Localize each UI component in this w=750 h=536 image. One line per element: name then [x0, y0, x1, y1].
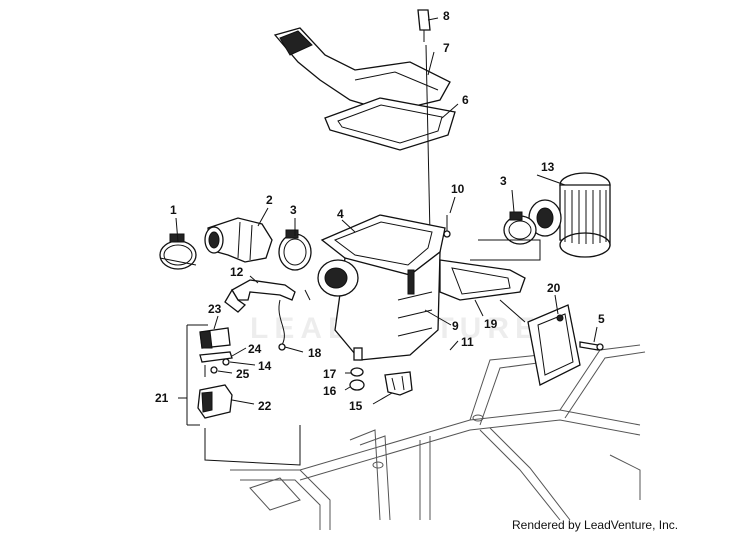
intake-boot-2 [204, 217, 273, 263]
callout-25: 25 [236, 367, 250, 381]
hose-clip-18 [278, 289, 311, 351]
callout-23: 23 [208, 302, 222, 316]
callout-2: 2 [266, 193, 273, 207]
plate-19 [439, 259, 526, 301]
part-24 [199, 351, 233, 363]
callout-4: 4 [337, 207, 344, 221]
clamp-3-right [503, 211, 537, 245]
callout-6: 6 [462, 93, 469, 107]
callout-7: 7 [443, 41, 450, 55]
callout-15: 15 [349, 399, 363, 413]
intake-duct [273, 27, 451, 113]
part-23 [199, 327, 231, 349]
callout-18: 18 [308, 346, 322, 360]
grommet-16 [349, 379, 365, 391]
callout-8: 8 [443, 9, 450, 23]
air-filter [528, 172, 611, 258]
callout-16: 16 [323, 384, 337, 398]
render-credit: Rendered by LeadVenture, Inc. [512, 518, 679, 532]
callout-3-left: 3 [290, 203, 297, 217]
lid-gasket [324, 97, 456, 151]
clamp-1 [159, 233, 197, 270]
callout-20: 20 [547, 281, 561, 295]
bracket-15 [384, 371, 413, 396]
leader-lines [175, 17, 598, 405]
clip-14 [222, 358, 230, 366]
screw-10 [443, 215, 451, 238]
callout-11: 11 [461, 335, 474, 349]
callout-17: 17 [323, 367, 337, 381]
callout-14: 14 [258, 359, 272, 373]
callout-13: 13 [541, 160, 555, 174]
panel-20 [527, 304, 581, 386]
frame-outline [230, 344, 646, 530]
grommet-17 [350, 367, 364, 377]
screw-5 [579, 341, 604, 351]
callout-1: 1 [170, 203, 177, 217]
callout-24: 24 [248, 342, 262, 356]
group-21-bracket [178, 324, 301, 466]
callout-labels: 1 2 3 3 4 5 6 7 8 9 10 11 12 13 14 15 16… [155, 9, 605, 413]
callout-3-right: 3 [500, 174, 507, 188]
breather-hose-12 [224, 279, 296, 313]
part-25 [204, 365, 218, 377]
part-22 [197, 384, 233, 419]
callout-21: 21 [155, 391, 169, 405]
callout-22: 22 [258, 399, 272, 413]
callout-10: 10 [451, 182, 465, 196]
callout-12: 12 [230, 265, 244, 279]
callout-5: 5 [598, 312, 605, 326]
callout-19: 19 [484, 317, 498, 331]
callout-9: 9 [452, 319, 459, 333]
